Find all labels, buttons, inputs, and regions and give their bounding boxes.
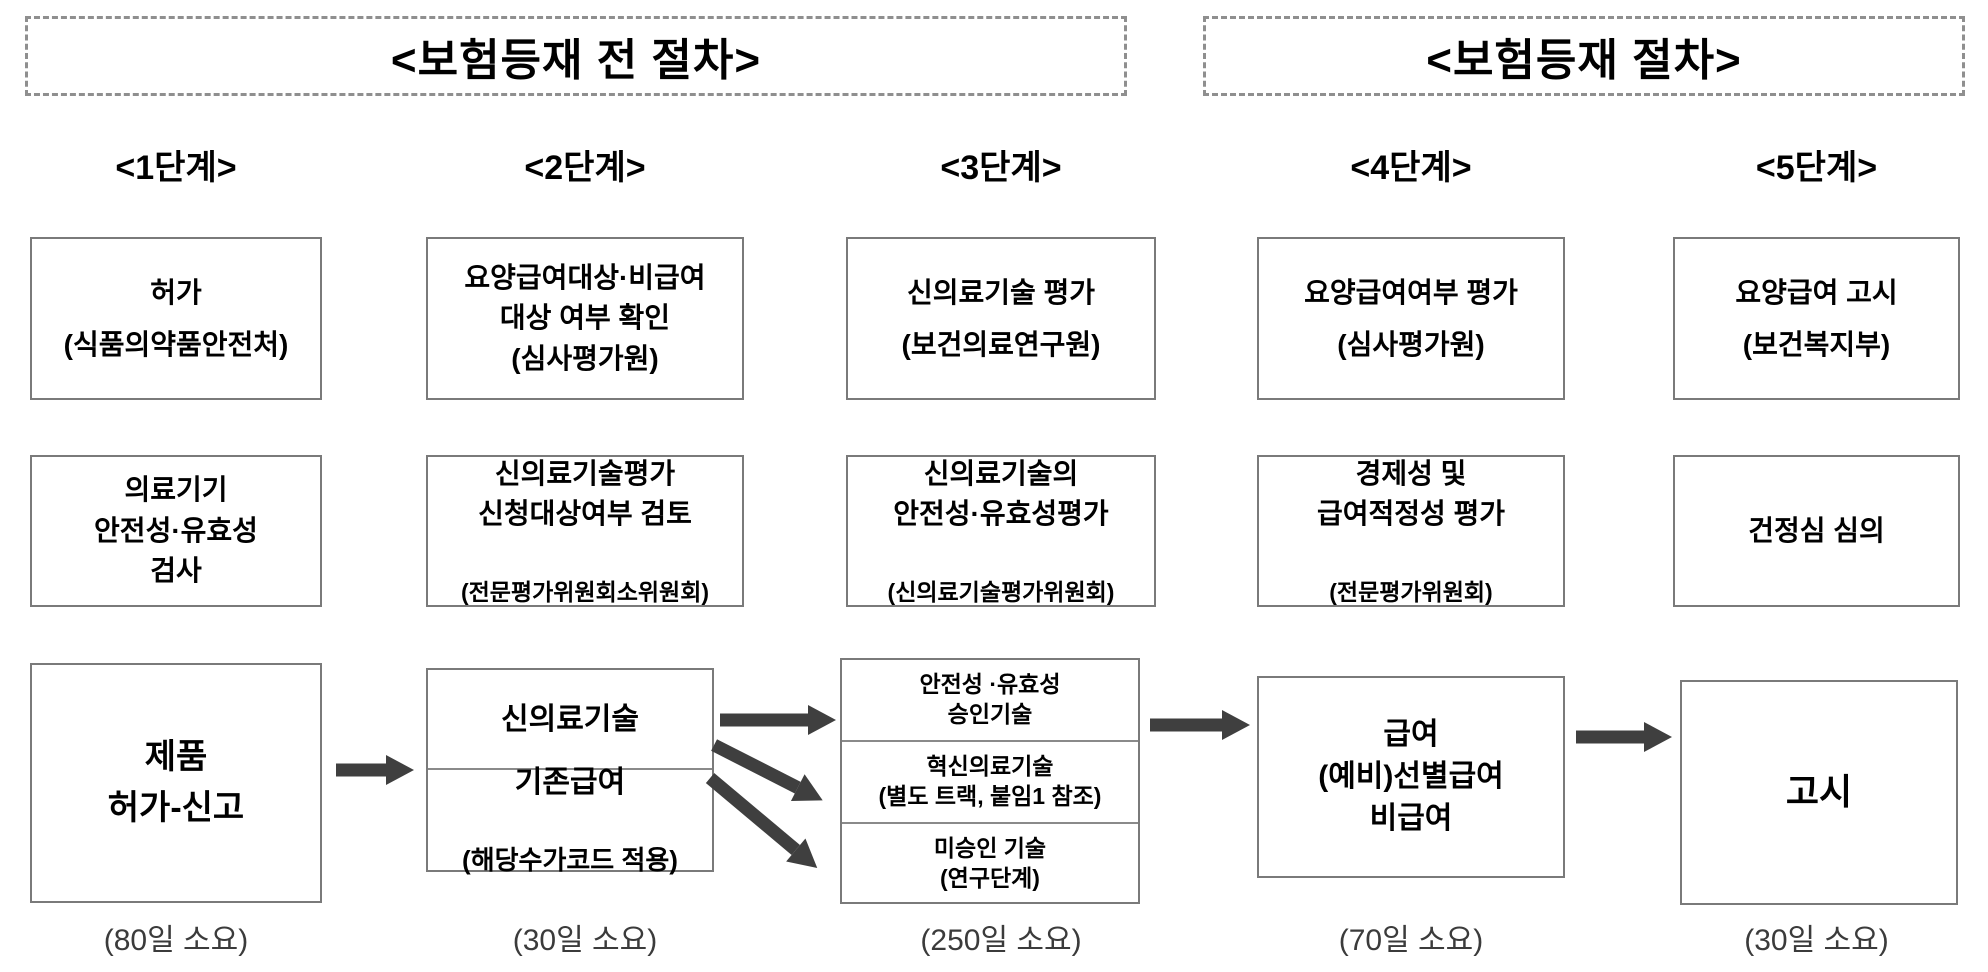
box-tech-classification-split: 신의료기술 기존급여 (해당수가코드 적용) (426, 668, 714, 875)
box-health-committee-review: 건정심 심의 (1673, 455, 1960, 607)
box-device-safety-test: 의료기기 안전성·유효성 검사 (30, 455, 322, 607)
arrow-right-icon (1150, 707, 1250, 743)
box-evaluation-outcome-stack: 안전성 ·유효성 승인기술 혁신의료기술 (별도 트랙, 붙임1 참조) 미승인… (840, 658, 1140, 904)
arrow-right-icon (1576, 719, 1672, 755)
cell-existing-coverage: 기존급여 (해당수가코드 적용) (428, 766, 712, 875)
stage-label-5: <5단계> (1755, 148, 1878, 187)
box-safety-efficacy-evaluation: 신의료기술의 안전성·유효성평가 (신의료기술평가위원회) (846, 455, 1156, 607)
box-coverage-subject-check: 요양급여대상·비급여 대상 여부 확인 (심사평가원) (426, 237, 744, 400)
box-coverage-decision: 급여 (예비)선별급여 비급여 (1257, 676, 1565, 878)
box-sub-text: (전문평가위원회) (1329, 579, 1493, 606)
box-main-text: 신의료기술의 안전성·유효성평가 (893, 457, 1109, 530)
arrow-down-right-icon (706, 729, 831, 816)
box-sub-text: (신의료기술평가위원회) (887, 579, 1115, 606)
box-notice: 고시 (1680, 680, 1958, 905)
duration-label-stage2: (30일 소요) (512, 924, 658, 957)
box-economic-adequacy-evaluation: 경제성 및 급여적정성 평가 (전문평가위원회) (1257, 455, 1565, 607)
header-pre-listing-procedure: <보험등재 전 절차> (25, 16, 1127, 96)
stage-label-3: <3단계> (940, 148, 1062, 187)
stage-label-2: <2단계> (524, 148, 646, 187)
box-coverage-notice: 요양급여 고시 (보건복지부) (1673, 237, 1960, 400)
box-product-approval-report: 제품 허가-신고 (30, 663, 322, 903)
arrow-right-icon (336, 752, 414, 788)
box-sub-text: (전문평가위원회소위원회) (460, 579, 710, 606)
header-label: <보험등재 전 절차> (390, 36, 762, 85)
cell-innovative-technology: 혁신의료기술 (별도 트랙, 붙임1 참조) (842, 742, 1138, 824)
cell-unapproved-technology: 미승인 기술 (연구단계) (933, 835, 1047, 891)
header-label: <보험등재 절차> (1426, 36, 1742, 85)
header-listing-procedure: <보험등재 절차> (1203, 16, 1965, 96)
cell-approved-technology: 안전성 ·유효성 승인기술 (842, 660, 1138, 742)
box-main-text: 신의료기술평가 신청대상여부 검토 (478, 457, 692, 530)
box-coverage-evaluation: 요양급여여부 평가 (심사평가원) (1257, 237, 1565, 400)
duration-label-stage3: (250일 소요) (920, 924, 1082, 957)
box-new-tech-evaluation: 신의료기술 평가 (보건의료연구원) (846, 237, 1156, 400)
cell-main-text: 기존급여 (514, 765, 626, 799)
arrow-right-icon (720, 702, 836, 738)
box-application-subject-review: 신의료기술평가 신청대상여부 검토 (전문평가위원회소위원회) (426, 455, 744, 607)
cell-new-health-technology: 신의료기술 (428, 670, 712, 770)
arrow-down-right-icon (698, 764, 828, 882)
stage-label-1: <1단계> (115, 148, 237, 187)
duration-label-stage4: (70일 소요) (1338, 924, 1484, 957)
cell-sub-text: (해당수가코드 적용) (462, 844, 678, 875)
box-approval: 허가 (식품의약품안전처) (30, 237, 322, 400)
box-main-text: 경제성 및 급여적정성 평가 (1316, 457, 1506, 530)
duration-label-stage5: (30일 소요) (1744, 924, 1889, 957)
stage-label-4: <4단계> (1350, 148, 1472, 187)
duration-label-stage1: (80일 소요) (103, 924, 249, 957)
